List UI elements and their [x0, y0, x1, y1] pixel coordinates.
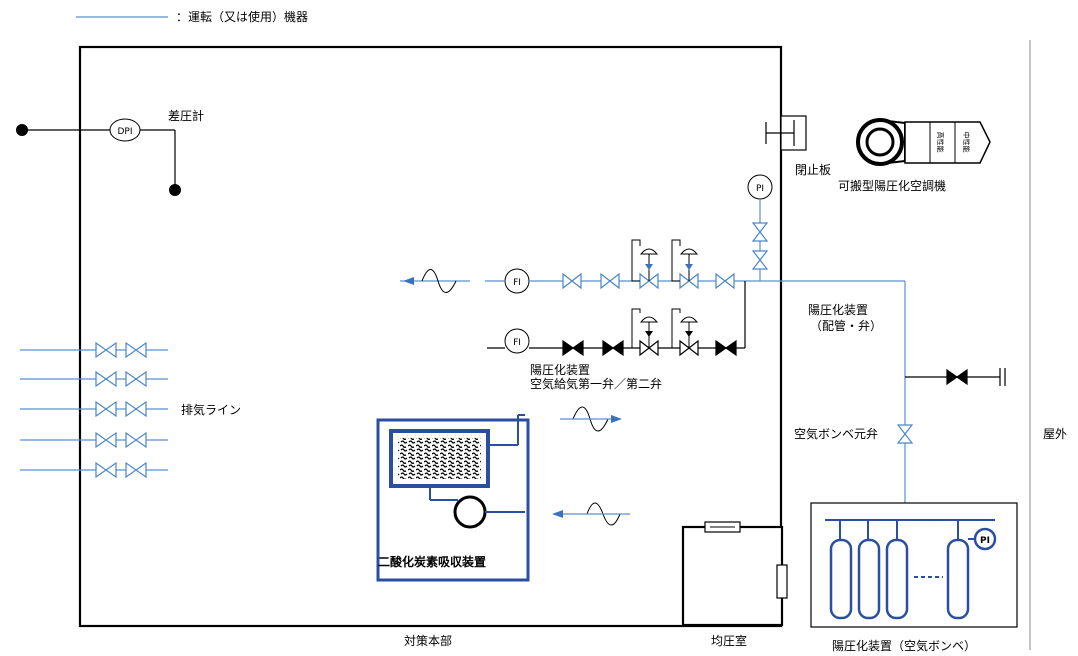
fi-top-label: FI [513, 278, 521, 288]
supply-valves-label: 陽圧化装置 空気給気第一弁／第二弁 [530, 363, 662, 391]
outdoor-label: 屋外 [1043, 427, 1067, 441]
hq-label: 対策本部 [404, 633, 452, 648]
supply-line-operating: FI [400, 239, 905, 294]
dpi-label: DPI [117, 127, 132, 137]
pressurizer-piping-label: 陽圧化装置 （配管・弁） [808, 303, 882, 333]
cylinder-supply-pipe: 陽圧化装置 （配管・弁） 空気ボンベ元弁 [794, 281, 1006, 512]
exhaust-line-label: 排気ライン [181, 402, 241, 417]
ac-filter-label-2: 中性能 [962, 132, 971, 153]
exhaust-line-2 [20, 370, 168, 388]
pressurizer-cylinders-label: 陽圧化装置（空気ボンベ） [832, 638, 976, 653]
supply-line-standby: FI 陽圧化装置 空気給気第一弁／第二弁 [487, 281, 746, 391]
co2-absorber-label: 二酸化炭素吸収装置 [378, 554, 486, 569]
exhaust-line-5 [20, 461, 168, 479]
pi-pressure-gauge [747, 174, 773, 200]
riser-pi-blind-plate: PI 閉止板 [747, 115, 831, 281]
air-cylinder-3 [885, 538, 909, 620]
fi-flow-indicator-bottom [504, 328, 530, 354]
legend-label: ：運転（又は使用）機器 [176, 9, 308, 24]
differential-pressure-gauge: DPI 差圧計 [16, 108, 204, 196]
pi-gauge-label: PI [756, 184, 764, 194]
hq-room-wall [78, 45, 783, 628]
equalizing-room-door-side [776, 564, 788, 599]
air-cylinder-bank: PI 陽圧化装置（空気ボンベ） [810, 502, 1018, 653]
air-cylinder-1 [829, 538, 853, 620]
portable-ac-label: 可搬型陽圧化空調機 [838, 178, 946, 193]
co2-absorber: 二酸化炭素吸収装置 [376, 406, 630, 582]
exhaust-line-1 [20, 341, 168, 359]
legend: ：運転（又は使用）機器 [76, 9, 308, 24]
air-cylinder-4 [946, 538, 970, 620]
exhaust-line-4 [20, 431, 168, 449]
flow-wave-icon [421, 269, 457, 293]
flow-arrow-icon [403, 277, 414, 285]
exhaust-lines: 排気ライン [20, 341, 241, 479]
air-cylinder-2 [857, 538, 881, 620]
equalizing-room: 均圧室 [681, 521, 788, 648]
blower-icon [453, 495, 487, 529]
equalizing-room-label: 均圧室 [711, 633, 747, 648]
absorbent-bed-icon [398, 438, 481, 479]
air-cylinder-main-valve-label: 空気ボンベ元弁 [794, 426, 878, 441]
fi-bottom-label: FI [513, 338, 521, 348]
blind-plate-icon [765, 115, 807, 151]
portable-ac-unit: 高性能 中性能 可搬型陽圧化空調機 [838, 118, 991, 193]
filter-housing-icon [904, 121, 991, 164]
blind-plate-label: 閉止板 [795, 163, 831, 177]
differential-gauge-label: 差圧計 [168, 108, 204, 123]
ac-filter-label-1: 高性能 [936, 132, 945, 153]
exhaust-line-3 [20, 400, 168, 418]
cylinder-pi-label: PI [980, 536, 990, 546]
